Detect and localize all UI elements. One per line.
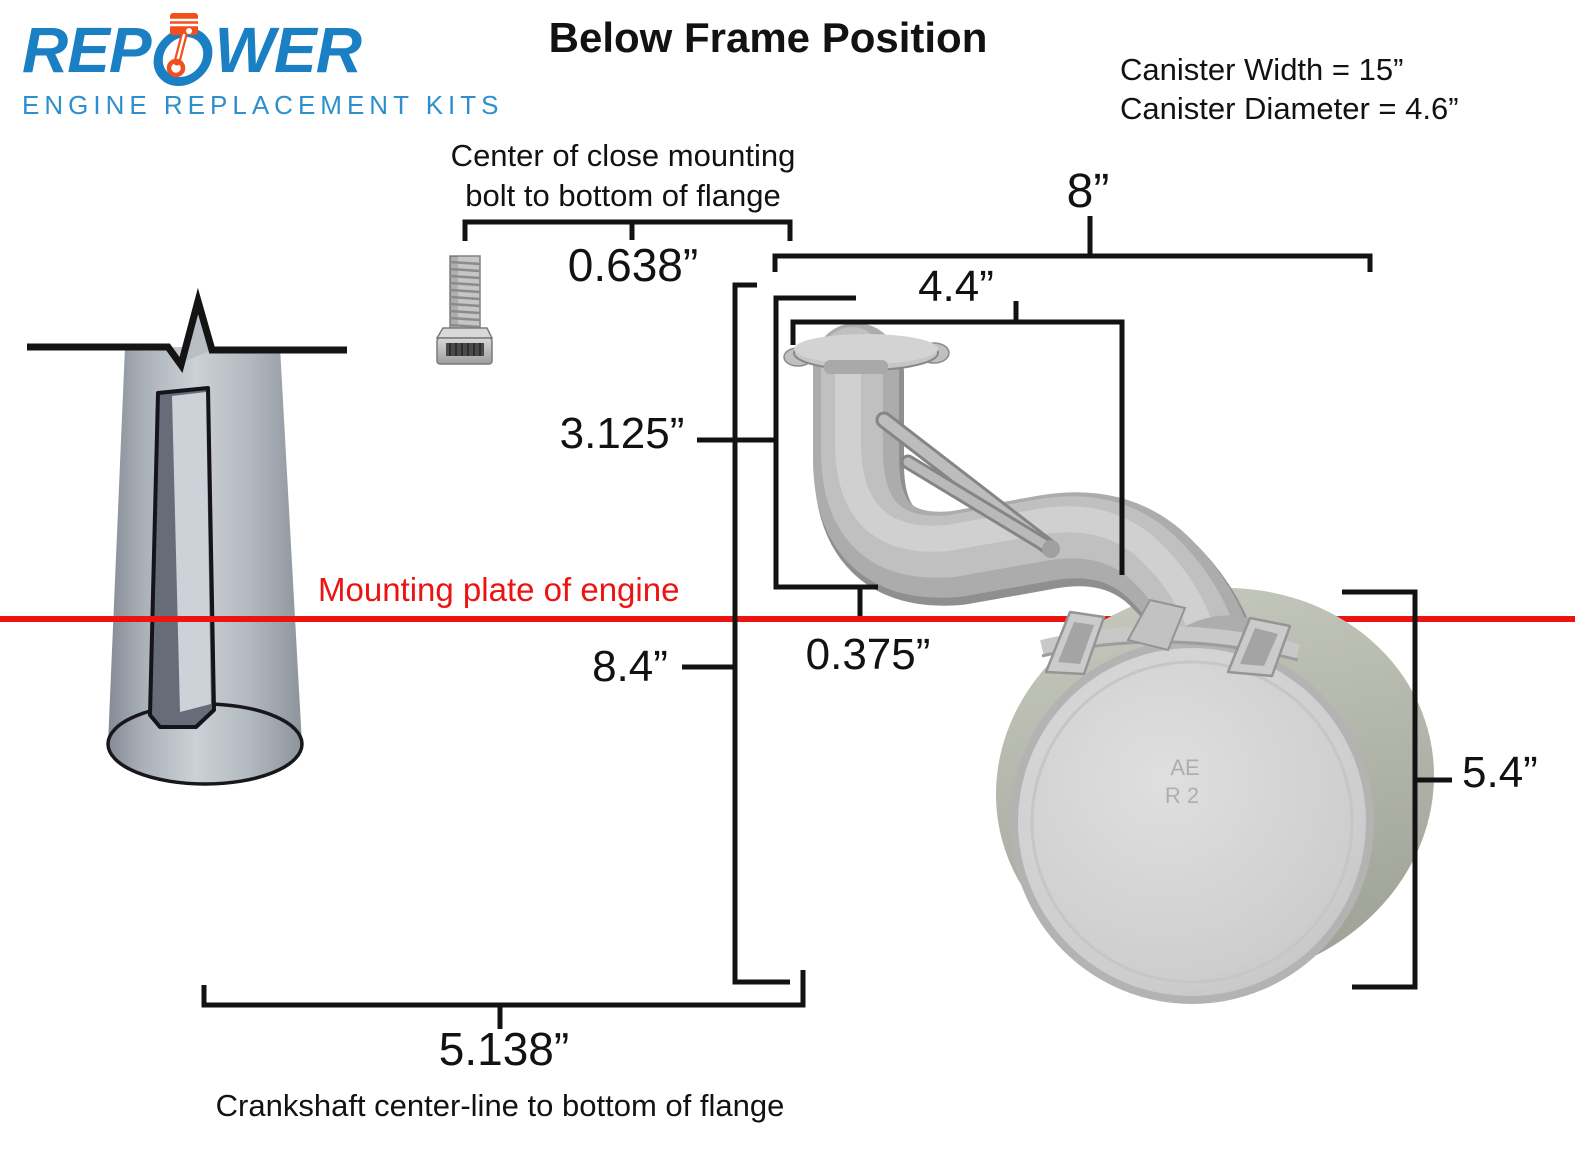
logo-text-suffix: WER <box>214 14 362 86</box>
dim-label-bolt-to-flange: 0.638” <box>567 239 699 291</box>
logo-tagline: ENGINE REPLACEMENT KITS <box>22 90 504 120</box>
canister-stamp-line2: R 2 <box>1165 783 1199 808</box>
dim-label-overall-width: 8” <box>1066 165 1110 218</box>
piston-o-icon <box>149 13 217 86</box>
bolt-flange-caption-line1: Center of close mounting <box>450 138 796 173</box>
bolt-flange-caption-line2: bolt to bottom of flange <box>465 178 781 213</box>
page-title: Below Frame Position <box>548 14 988 61</box>
dimension-lines <box>201 216 1452 1029</box>
mounting-bolt-illustration <box>435 255 494 365</box>
mounting-straps <box>1040 598 1300 678</box>
crankshaft-illustration <box>27 287 347 786</box>
dim-label-flange-above-plate: 3.125” <box>559 409 685 458</box>
dim-line-pipe-run <box>790 301 1125 575</box>
break-line <box>27 287 347 374</box>
canister-stamp-line1: AE <box>1170 755 1199 780</box>
repower-logo: REP WER ENGINE REPLACEMENT KITS <box>22 13 504 121</box>
bolt-flange-caption: Center of close mounting bolt to bottom … <box>451 136 796 216</box>
canister-face <box>1018 648 1366 996</box>
dim-label-drop-below-plate: 0.375” <box>805 630 931 679</box>
mounting-plate-line <box>0 616 1575 622</box>
crankshaft-caption: Crankshaft center-line to bottom of flan… <box>215 1088 785 1123</box>
dim-line-bolt-to-flange <box>462 219 793 241</box>
dim-label-pipe-run: 4.4” <box>918 262 994 311</box>
support-brace <box>875 411 1060 558</box>
canister-diameter-spec: Canister Diameter = 4.6” <box>1120 91 1459 126</box>
dim-label-crank-to-flange: 5.138” <box>438 1023 570 1075</box>
exhaust-assembly-illustration: AE R 2 <box>783 323 1435 1004</box>
down-pipe <box>813 323 1261 709</box>
dim-line-canister-below-plate <box>1342 589 1452 990</box>
canister-width-spec: Canister Width = 15” <box>1120 52 1404 87</box>
dim-label-below-plate-depth: 8.4” <box>592 642 668 691</box>
piston-icon <box>166 13 198 78</box>
mounting-plate-label: Mounting plate of engine <box>318 571 680 608</box>
dim-line-overall-width <box>772 216 1373 272</box>
pipe-flange <box>783 334 950 374</box>
dim-label-canister-below-plate: 5.4” <box>1462 748 1538 797</box>
dim-line-crank-to-flange <box>201 970 806 1029</box>
logo-text-prefix: REP <box>22 14 152 86</box>
dim-line-below-plate-depth <box>682 282 790 985</box>
